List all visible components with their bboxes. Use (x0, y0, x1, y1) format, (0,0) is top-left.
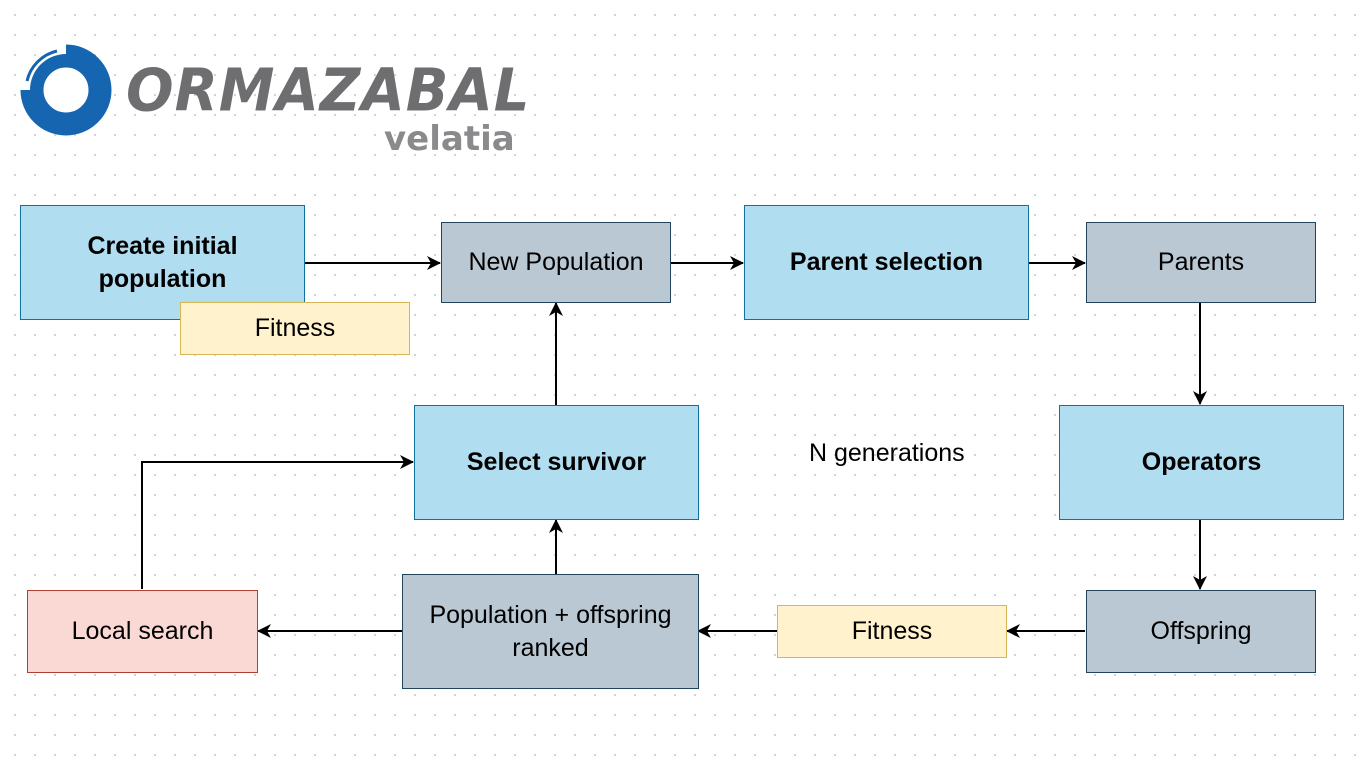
logo-mark-icon (20, 44, 112, 136)
n-generations-label: N generations (809, 439, 965, 467)
edge-local-search-to-select-survivor (141, 455, 414, 589)
create-initial-population-node: Create initial population (20, 205, 305, 320)
offspring-node: Offspring (1086, 590, 1316, 673)
parent-selection-node: Parent selection (744, 205, 1029, 320)
local-search-node: Local search (27, 590, 258, 673)
fitness-initial-node: Fitness (180, 302, 410, 355)
population-offspring-ranked-node: Population + offspring ranked (402, 574, 699, 689)
company-logo: ORMAZABAL velatia (16, 40, 536, 165)
new-population-node: New Population (441, 222, 671, 303)
fitness-offspring-node: Fitness (777, 605, 1007, 658)
brand-name: ORMAZABAL (126, 56, 531, 125)
brand-subtitle: velatia (384, 119, 515, 159)
operators-node: Operators (1059, 405, 1344, 520)
parents-node: Parents (1086, 222, 1316, 303)
select-survivor-node: Select survivor (414, 405, 699, 520)
